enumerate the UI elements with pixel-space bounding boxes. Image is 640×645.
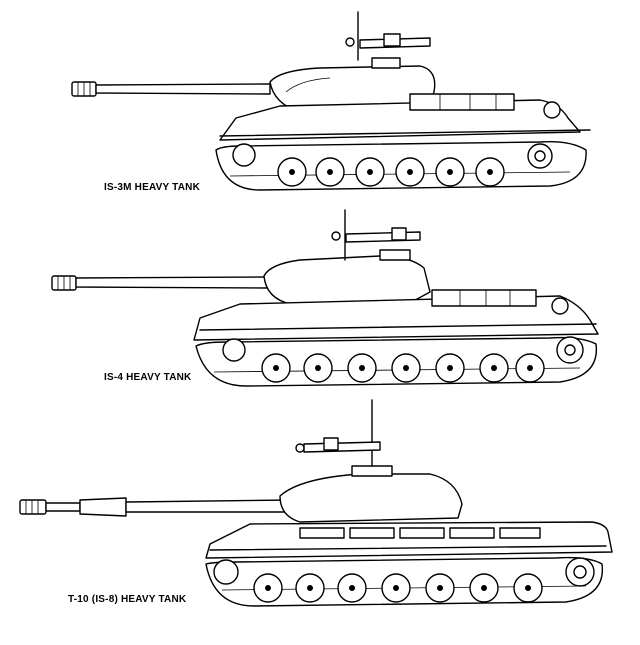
caption-is3m: IS-3M HEAVY TANK — [104, 182, 200, 193]
is4-gun — [51, 275, 271, 291]
is4-running-gear — [195, 336, 598, 387]
tank-is4: IS-4 HEAVY TANK — [0, 200, 640, 400]
is4-hull — [193, 289, 599, 341]
is3m-gun — [71, 81, 271, 97]
tank-t10: T-10 (IS-8) HEAVY TANK — [0, 399, 640, 645]
is3m-turret — [269, 11, 436, 113]
t10-turret — [279, 399, 463, 523]
caption-t10: T-10 (IS-8) HEAVY TANK — [68, 594, 187, 605]
is4-turret — [263, 209, 431, 305]
is3m-hull — [219, 93, 591, 141]
t10-running-gear — [205, 556, 604, 607]
is4-drawing — [51, 209, 599, 387]
is3m-running-gear — [215, 140, 587, 191]
t10-gun — [19, 497, 291, 517]
t10-drawing — [19, 399, 613, 607]
t10-hull — [205, 521, 613, 559]
tank-is3m: IS-3M HEAVY TANK — [0, 0, 640, 200]
caption-is4: IS-4 HEAVY TANK — [104, 372, 192, 383]
is3m-drawing — [71, 11, 591, 191]
